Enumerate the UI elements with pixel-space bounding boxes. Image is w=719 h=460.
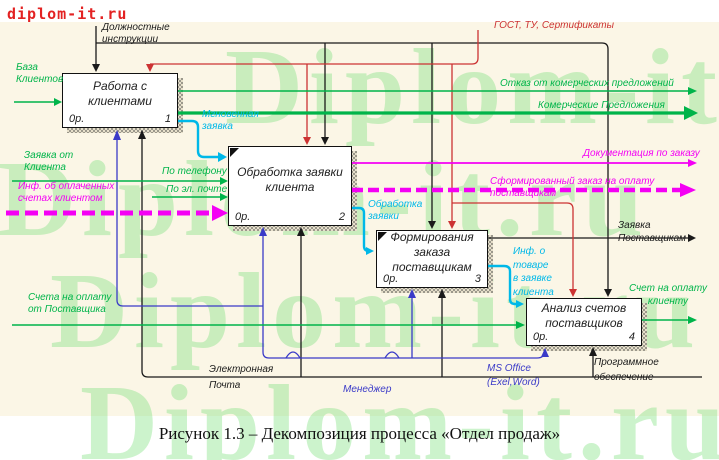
label-inf-o-tovare: Инф. о товаре в заявке клиента <box>513 246 554 298</box>
box4-title: Анализ счетов поставщиков <box>541 300 627 330</box>
label-schet-na-oplatu-klientu: Счет на оплату клиенту <box>629 283 707 307</box>
label-obrabotka-zayavki: Обработка заявки <box>368 199 423 222</box>
label-zayavka-postavshchikam: Заявка Поставщикам <box>618 220 687 244</box>
label-po-el-pochte: По эл. почте <box>166 184 228 195</box>
label-scheta-ot-postavshchika: Счета на оплату от Поставщика <box>28 292 112 315</box>
label-inf-ob-oplachennykh: Инф. об оплаченных счетах клиентом <box>18 181 115 204</box>
label-baza-klientov: База Клиентов <box>16 62 64 85</box>
activity-box-1: Работа с клиентами 0р. 1 <box>62 73 178 128</box>
label-gost-tu-sertifikaty: ГОСТ, ТУ, Сертификаты <box>494 20 614 31</box>
box3-title: Формирования заказа поставщикам <box>390 230 474 274</box>
label-menedzher: Менеджер <box>343 384 392 395</box>
activity-box-3: Формирования заказа поставщикам 0р. 3 <box>376 230 488 288</box>
box4-number: 4 <box>628 331 635 343</box>
figure-caption: Рисунок 1.3 – Декомпозиция процесса «Отд… <box>158 424 561 443</box>
label-programmnoe-obespechenie: Программное обеспечение <box>594 357 659 383</box>
box1-number: 1 <box>164 113 171 125</box>
box1-title: Работа с клиентами <box>88 79 152 108</box>
activity-box-4: Анализ счетов поставщиков 0р. 4 <box>526 298 642 346</box>
label-dolzhnostnye-instruktsii: Должностные инструкции <box>102 22 170 45</box>
box1-cost: 0р. <box>69 113 85 125</box>
label-ms-office: MS Office (Exel,Word) <box>487 363 540 388</box>
box2-title: Обработка заявки клиента <box>237 164 343 194</box>
box3-number: 3 <box>474 273 481 285</box>
label-dokumentatsiya-po-zakazu: Документация по заказу <box>583 148 700 159</box>
label-elektronnaya-pochta: Электронная Почта <box>209 364 274 391</box>
label-sformirovannyi-zakaz: Сформированный заказ на оплату поставщик… <box>490 176 655 199</box>
site-logo: diplom-it.ru <box>7 5 128 23</box>
box3-cost: 0р. <box>383 273 399 285</box>
label-otkaz-ot-predlozheniy: Отказ от комерческих предложений <box>500 78 674 89</box>
box2-cost: 0р. <box>235 211 251 223</box>
label-mgnovennaya-zayavka: Мгновенная заявка <box>202 109 259 132</box>
label-kommercheskie-predlozheniya: Комерческие Предложения <box>538 100 665 111</box>
box4-cost: 0р. <box>533 331 549 343</box>
box2-number: 2 <box>338 211 345 223</box>
label-zayavka-ot-klienta: Заявка от Клиента <box>24 150 74 173</box>
label-po-telefonu: По телефону <box>162 166 227 177</box>
activity-box-2: Обработка заявки клиента 0р. 2 <box>228 146 352 226</box>
